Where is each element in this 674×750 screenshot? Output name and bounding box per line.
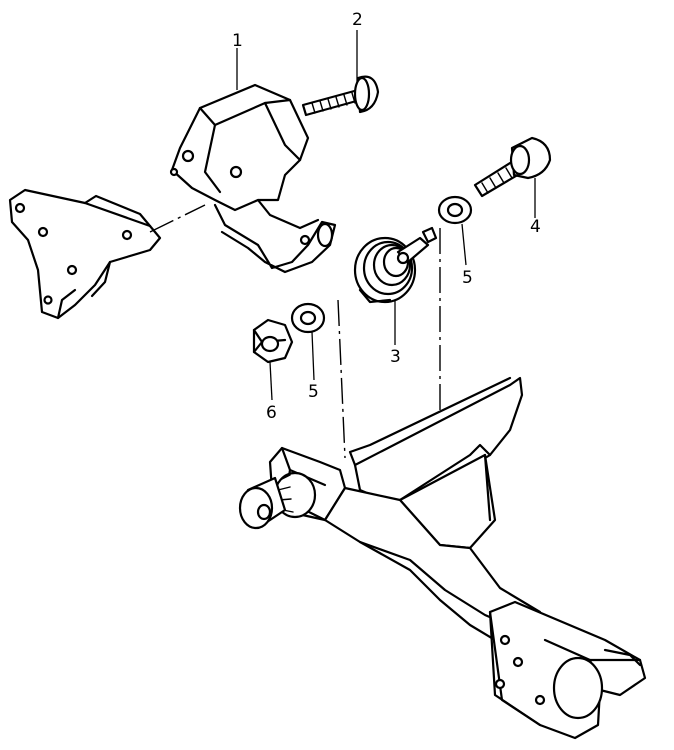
part-2-bolt — [301, 75, 380, 117]
callout-4: 4 — [530, 178, 541, 237]
callout-label-3: 3 — [390, 347, 401, 367]
callout-2: 2 — [352, 10, 363, 82]
callout-1: 1 — [232, 31, 243, 90]
callout-label-6: 6 — [266, 403, 277, 423]
callout-label-1: 1 — [232, 31, 243, 51]
callout-5-upper: 5 — [461, 223, 473, 288]
callout-label-5-upper: 5 — [462, 268, 473, 288]
axis-washer-to-pedal — [337, 299, 346, 459]
part-5-washer-lower — [290, 302, 326, 334]
callout-3: 3 — [390, 300, 401, 367]
callout-label-2: 2 — [352, 10, 363, 30]
callout-5-lower: 5 — [308, 331, 319, 402]
axis-bracket-housing — [149, 204, 206, 233]
part-4-bolt — [473, 136, 552, 198]
pedal-lever — [238, 376, 647, 740]
callout-6: 6 — [266, 361, 277, 423]
mounting-bracket — [8, 188, 162, 320]
callout-label-5-lower: 5 — [308, 382, 319, 402]
part-5-washer-upper — [437, 195, 473, 225]
part-6-nut — [252, 318, 294, 364]
part-3-spring — [353, 226, 438, 304]
part-1-housing — [169, 83, 337, 274]
callout-label-4: 4 — [530, 217, 541, 237]
